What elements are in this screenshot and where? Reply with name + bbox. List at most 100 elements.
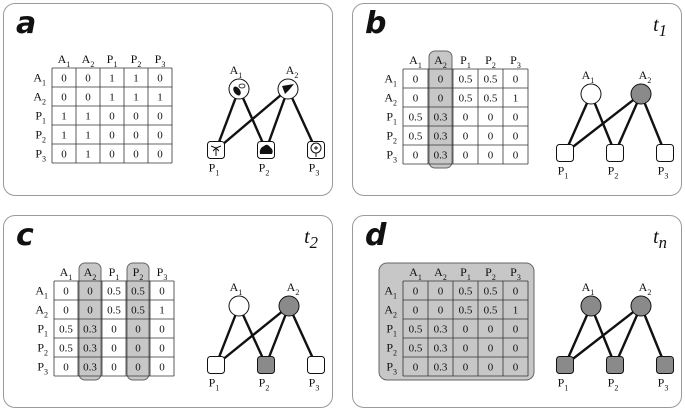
animal-node-2 — [630, 83, 652, 105]
animal-node-1 — [580, 295, 602, 317]
matrix-row-header: P1 — [37, 322, 48, 339]
matrix-cell: 0 — [135, 343, 141, 355]
panel-label-b: b — [365, 6, 387, 41]
animal-label-2: A2 — [287, 280, 300, 297]
matrix-cell: 1 — [85, 149, 91, 161]
matrix-cell: 0 — [159, 286, 165, 298]
panel-label-a: a — [16, 6, 37, 41]
matrix-row-header: P2 — [35, 128, 46, 145]
matrix-row-header: P2 — [386, 129, 397, 146]
matrix-cell: 0.5 — [484, 286, 498, 298]
matrix-cell: 0 — [488, 362, 494, 374]
matrix-cell: 0 — [463, 150, 469, 162]
matrix-column-header: A2 — [434, 265, 447, 282]
matrix-cell: 0 — [109, 149, 115, 161]
hummingbird-icon — [282, 84, 294, 94]
matrix-cell: 0 — [463, 131, 469, 143]
plant-node-1 — [207, 356, 225, 374]
matrix-cell: 0 — [513, 286, 519, 298]
network-edge — [639, 305, 667, 366]
matrix-cell: 0 — [513, 131, 519, 143]
matrix-cell: 1 — [513, 93, 519, 105]
round-tree-icon-trunk — [314, 146, 318, 157]
matrix-column-header: A2 — [434, 53, 447, 70]
matrix-cell: 0 — [463, 112, 469, 124]
matrix-cell: 0 — [159, 362, 165, 374]
matrix-column-header: P2 — [485, 53, 496, 70]
time-label-tn: tn — [653, 226, 667, 252]
plant-node-3 — [307, 356, 325, 374]
animal-label-2: A2 — [286, 63, 299, 80]
animal-node-1 — [580, 83, 602, 105]
matrix-cell: 0 — [438, 93, 444, 105]
matrix-cell: 0 — [157, 130, 163, 142]
matrix-cell: 0 — [133, 130, 139, 142]
matrix-cell: 1 — [133, 73, 139, 85]
matrix-cell: 0 — [135, 362, 141, 374]
matrix-row-header: A1 — [33, 71, 46, 88]
matrix-cell: 1 — [133, 92, 139, 104]
matrix-cell: 0 — [488, 324, 494, 336]
network-edge — [287, 305, 318, 366]
matrix-cell: 0 — [157, 73, 163, 85]
matrix-row-header: A2 — [35, 303, 48, 320]
matrix-highlight-all — [378, 262, 535, 381]
animal-label-1: A1 — [230, 280, 243, 297]
plant-label-2: P2 — [259, 376, 270, 393]
matrix-cell: 0.5 — [409, 131, 423, 143]
matrix-cell: 1 — [85, 111, 91, 123]
matrix-cell: 0.3 — [434, 150, 448, 162]
animal-label-2: A2 — [639, 280, 652, 297]
matrix-row-header: P2 — [37, 341, 48, 358]
animal-node-2 — [278, 295, 300, 317]
matrix-row-header: P3 — [386, 360, 397, 377]
matrix-column-header: A2 — [82, 52, 95, 69]
network-edge — [564, 93, 642, 154]
network-edge — [215, 305, 290, 366]
matrix-column-header: A2 — [84, 265, 97, 282]
plant-label-3: P3 — [309, 161, 320, 178]
matrix-cell: 0.5 — [131, 286, 145, 298]
matrix-cell: 0.5 — [459, 93, 473, 105]
matrix-cell: 0.5 — [409, 112, 423, 124]
animal-label-1: A1 — [582, 280, 595, 297]
bush-icon — [259, 144, 273, 154]
matrix-column-header: A1 — [58, 52, 71, 69]
matrix-cell: 0.3 — [434, 131, 448, 143]
matrix-column-header: P1 — [460, 53, 471, 70]
network-edge — [264, 305, 291, 366]
network-edge — [286, 88, 318, 151]
matrix-row-header: A2 — [33, 90, 46, 107]
matrix-cell: 0 — [159, 324, 165, 336]
matrix-column-header: P2 — [485, 265, 496, 282]
matrix-cell: 1 — [109, 73, 115, 85]
matrix-cell: 0 — [513, 74, 519, 86]
matrix-column-header: P3 — [510, 265, 521, 282]
matrix-cell: 0.5 — [459, 286, 473, 298]
matrix-cell: 0.3 — [434, 362, 448, 374]
matrix-row-header: P2 — [386, 341, 397, 358]
matrix-row-header: P1 — [386, 110, 397, 127]
matrix-cell: 0.3 — [434, 112, 448, 124]
panel-label-d: d — [365, 218, 387, 253]
matrix-cell: 0.3 — [83, 362, 97, 374]
matrix-column-header: A1 — [409, 53, 422, 70]
plant-node-1 — [556, 144, 574, 162]
plant-node-2 — [257, 356, 275, 374]
plant-node-1 — [556, 356, 574, 374]
matrix-cell: 0 — [513, 343, 519, 355]
matrix-row-header: A2 — [384, 303, 397, 320]
plant-node-3 — [656, 356, 674, 374]
plant-node-2 — [606, 356, 624, 374]
matrix-cell: 0 — [488, 112, 494, 124]
matrix-cell: 1 — [109, 92, 115, 104]
matrix-cell: 0 — [413, 362, 419, 374]
matrix-row-header: P3 — [35, 147, 46, 164]
matrix-cell: 0 — [488, 150, 494, 162]
matrix-cell: 0 — [513, 112, 519, 124]
plant-label-3: P3 — [658, 164, 669, 181]
